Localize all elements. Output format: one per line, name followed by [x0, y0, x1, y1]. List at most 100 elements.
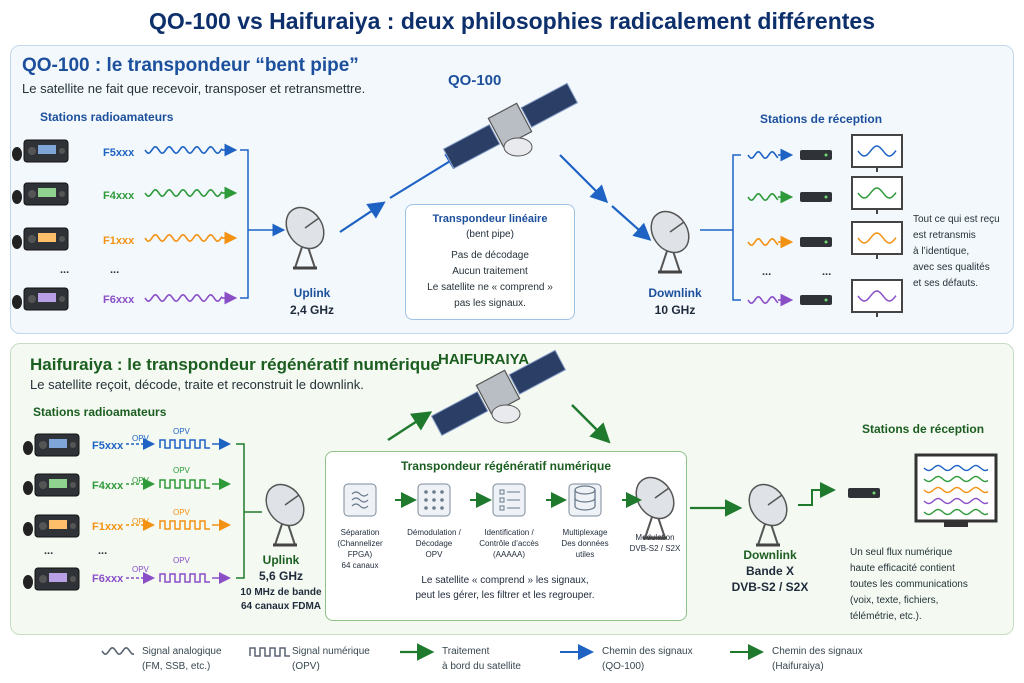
- radio-knob: [70, 482, 76, 488]
- receiver-box-icon-led: [824, 240, 828, 244]
- radio-screen: [38, 188, 56, 197]
- monitor-signal: [857, 290, 897, 302]
- analog-wave-signal: [144, 293, 223, 303]
- monitor-signal: [923, 486, 989, 494]
- legend-haifuraiya-path: Chemin des signaux (Haifuraiya): [772, 644, 863, 674]
- radio-knob: [39, 481, 47, 489]
- qo100-uplink-freq: 2,4 GHz: [289, 303, 334, 317]
- uplink-arrow: [339, 201, 386, 233]
- receiver-box-icon-led: [872, 491, 876, 495]
- checkbox-icon: [499, 497, 505, 503]
- microphone-icon: [12, 147, 22, 161]
- receiver-box-icon: [800, 150, 832, 160]
- radio-knob: [59, 148, 65, 154]
- legend-line: Chemin des signaux: [602, 646, 693, 657]
- linear-transponder-line: Pas de décodage: [451, 250, 529, 261]
- legend-processing: Traitement à bord du satellite: [442, 644, 521, 674]
- downlink-dish-icon: [650, 210, 690, 274]
- channelizer-icon: [351, 491, 369, 509]
- uplink-dish-icon: [265, 483, 305, 547]
- step-channelizer: Séparation (Channelizer FPGA) 64 canaux: [326, 527, 394, 571]
- downlink-feed-arrow: [798, 482, 836, 506]
- legend-line: Chemin des signaux: [772, 646, 863, 657]
- radio-icon: [12, 227, 69, 251]
- radio-knob: [28, 295, 36, 303]
- step-line: Identification /: [484, 528, 534, 537]
- monitor-signal: [923, 497, 989, 505]
- radio-knob: [70, 523, 76, 529]
- radio-icon: [12, 139, 69, 163]
- solar-panel: [520, 82, 579, 128]
- opv-tag: OPV: [173, 466, 190, 475]
- qo100-note-line: et ses défauts.: [913, 278, 979, 289]
- microphone-icon: [23, 575, 33, 589]
- qo100-uplink-label: Uplink: [293, 286, 331, 300]
- haifuraiya-uplink-label: Uplink: [262, 553, 300, 567]
- qo100-note: Tout ce qui est reçu est retransmis à l’…: [913, 212, 1000, 292]
- step-line: Des données: [561, 539, 609, 548]
- legend-line: Signal analogique: [142, 646, 222, 657]
- haifuraiya-note-line: haute efficacité contient: [850, 563, 955, 574]
- modulation-dish-icon: [635, 476, 675, 540]
- step-line: Multiplexage: [562, 528, 608, 537]
- step-line: utiles: [575, 550, 595, 559]
- qo100-satellite-label: QO-100: [448, 72, 502, 89]
- demod-dot-icon: [424, 506, 428, 510]
- haifuraiya-station-label: F5xxx: [92, 440, 124, 452]
- haifuraiya-subtitle: Le satellite reçoit, décode, traite et r…: [30, 377, 364, 392]
- radio-screen: [38, 293, 56, 302]
- radio-knob: [28, 147, 36, 155]
- monitor-frame: [851, 176, 903, 210]
- step-demodulation: Démodulation / Décodage OPV: [400, 527, 468, 560]
- digital-wave-signal: [159, 439, 210, 449]
- microphone-icon: [12, 190, 22, 204]
- qo100-downlink-label: Downlink: [648, 286, 702, 300]
- monitor-signal: [923, 464, 989, 472]
- radio-knob: [70, 442, 76, 448]
- monitor-stand: [944, 521, 968, 527]
- qo100-subtitle: Le satellite ne fait que recevoir, trans…: [22, 81, 366, 96]
- receiver-box-icon: [800, 295, 832, 305]
- dish-feed: [304, 217, 320, 229]
- solar-panel: [430, 390, 489, 437]
- legend-analog: Signal analogique (FM, SSB, etc.): [142, 644, 222, 674]
- qo100-note-line: avec ses qualités: [913, 262, 990, 273]
- radio-screen: [49, 520, 67, 529]
- monitor-signal: [857, 145, 897, 157]
- radio-knob: [59, 191, 65, 197]
- multi-stream-monitor-icon: [914, 453, 998, 527]
- haifuraiya-station-label: F1xxx: [92, 521, 124, 533]
- qo100-station-label: F5xxx: [103, 147, 135, 159]
- haifuraiya-uplink-freq: 5,6 GHz: [258, 569, 303, 583]
- haifuraiya-note-line: (voix, texte, fichiers,: [850, 595, 939, 606]
- legend-line: à bord du satellite: [442, 661, 521, 672]
- monitor-icon: [851, 134, 903, 172]
- radio-knob: [59, 296, 65, 302]
- legend-line: Signal numérique: [292, 646, 370, 657]
- dish-feed: [284, 494, 300, 506]
- demod-dot-icon: [432, 506, 436, 510]
- linear-transponder-line: Aucun traitement: [452, 266, 528, 277]
- legend-digital-wave-icon: [249, 647, 290, 657]
- haifuraiya-note-line: télémétrie, etc.).: [850, 611, 922, 622]
- receiver-box-icon-led: [824, 298, 828, 302]
- microphone-icon: [23, 522, 33, 536]
- regenerative-box-text: Le satellite « comprend » les signaux, p…: [330, 573, 680, 603]
- opv-tag: OPV: [173, 556, 190, 565]
- receiver-box-icon-led: [824, 153, 828, 157]
- step-line: DVB-S2 / S2X: [629, 544, 681, 553]
- qo100-note-line: à l’identique,: [913, 246, 970, 257]
- regenerative-box-line: peut les gérer, les filtrer et les regro…: [415, 590, 595, 601]
- radio-screen: [49, 479, 67, 488]
- radio-icon: [12, 182, 69, 206]
- radio-icon: [23, 433, 80, 457]
- digital-wave-signal: [159, 520, 210, 530]
- opv-tag: OPV: [132, 476, 149, 485]
- qo100-satellite-icon: [442, 82, 579, 170]
- monitor-signal: [857, 232, 897, 244]
- merge-bracket: [240, 149, 249, 299]
- microphone-icon: [12, 295, 22, 309]
- monitor-icon: [851, 221, 903, 259]
- monitor-signal: [923, 475, 989, 483]
